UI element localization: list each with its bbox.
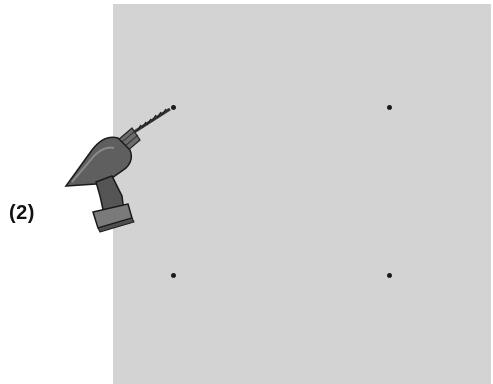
wall-panel xyxy=(113,4,491,384)
drill-hole-bottom-left xyxy=(171,273,176,278)
drill-hole-bottom-right xyxy=(387,273,392,278)
drill-hole-top-left xyxy=(171,105,176,110)
step-number-label: (2) xyxy=(9,202,35,224)
drill-bit xyxy=(130,107,171,136)
drill-body xyxy=(64,136,133,187)
drill-hole-top-right xyxy=(387,105,392,110)
